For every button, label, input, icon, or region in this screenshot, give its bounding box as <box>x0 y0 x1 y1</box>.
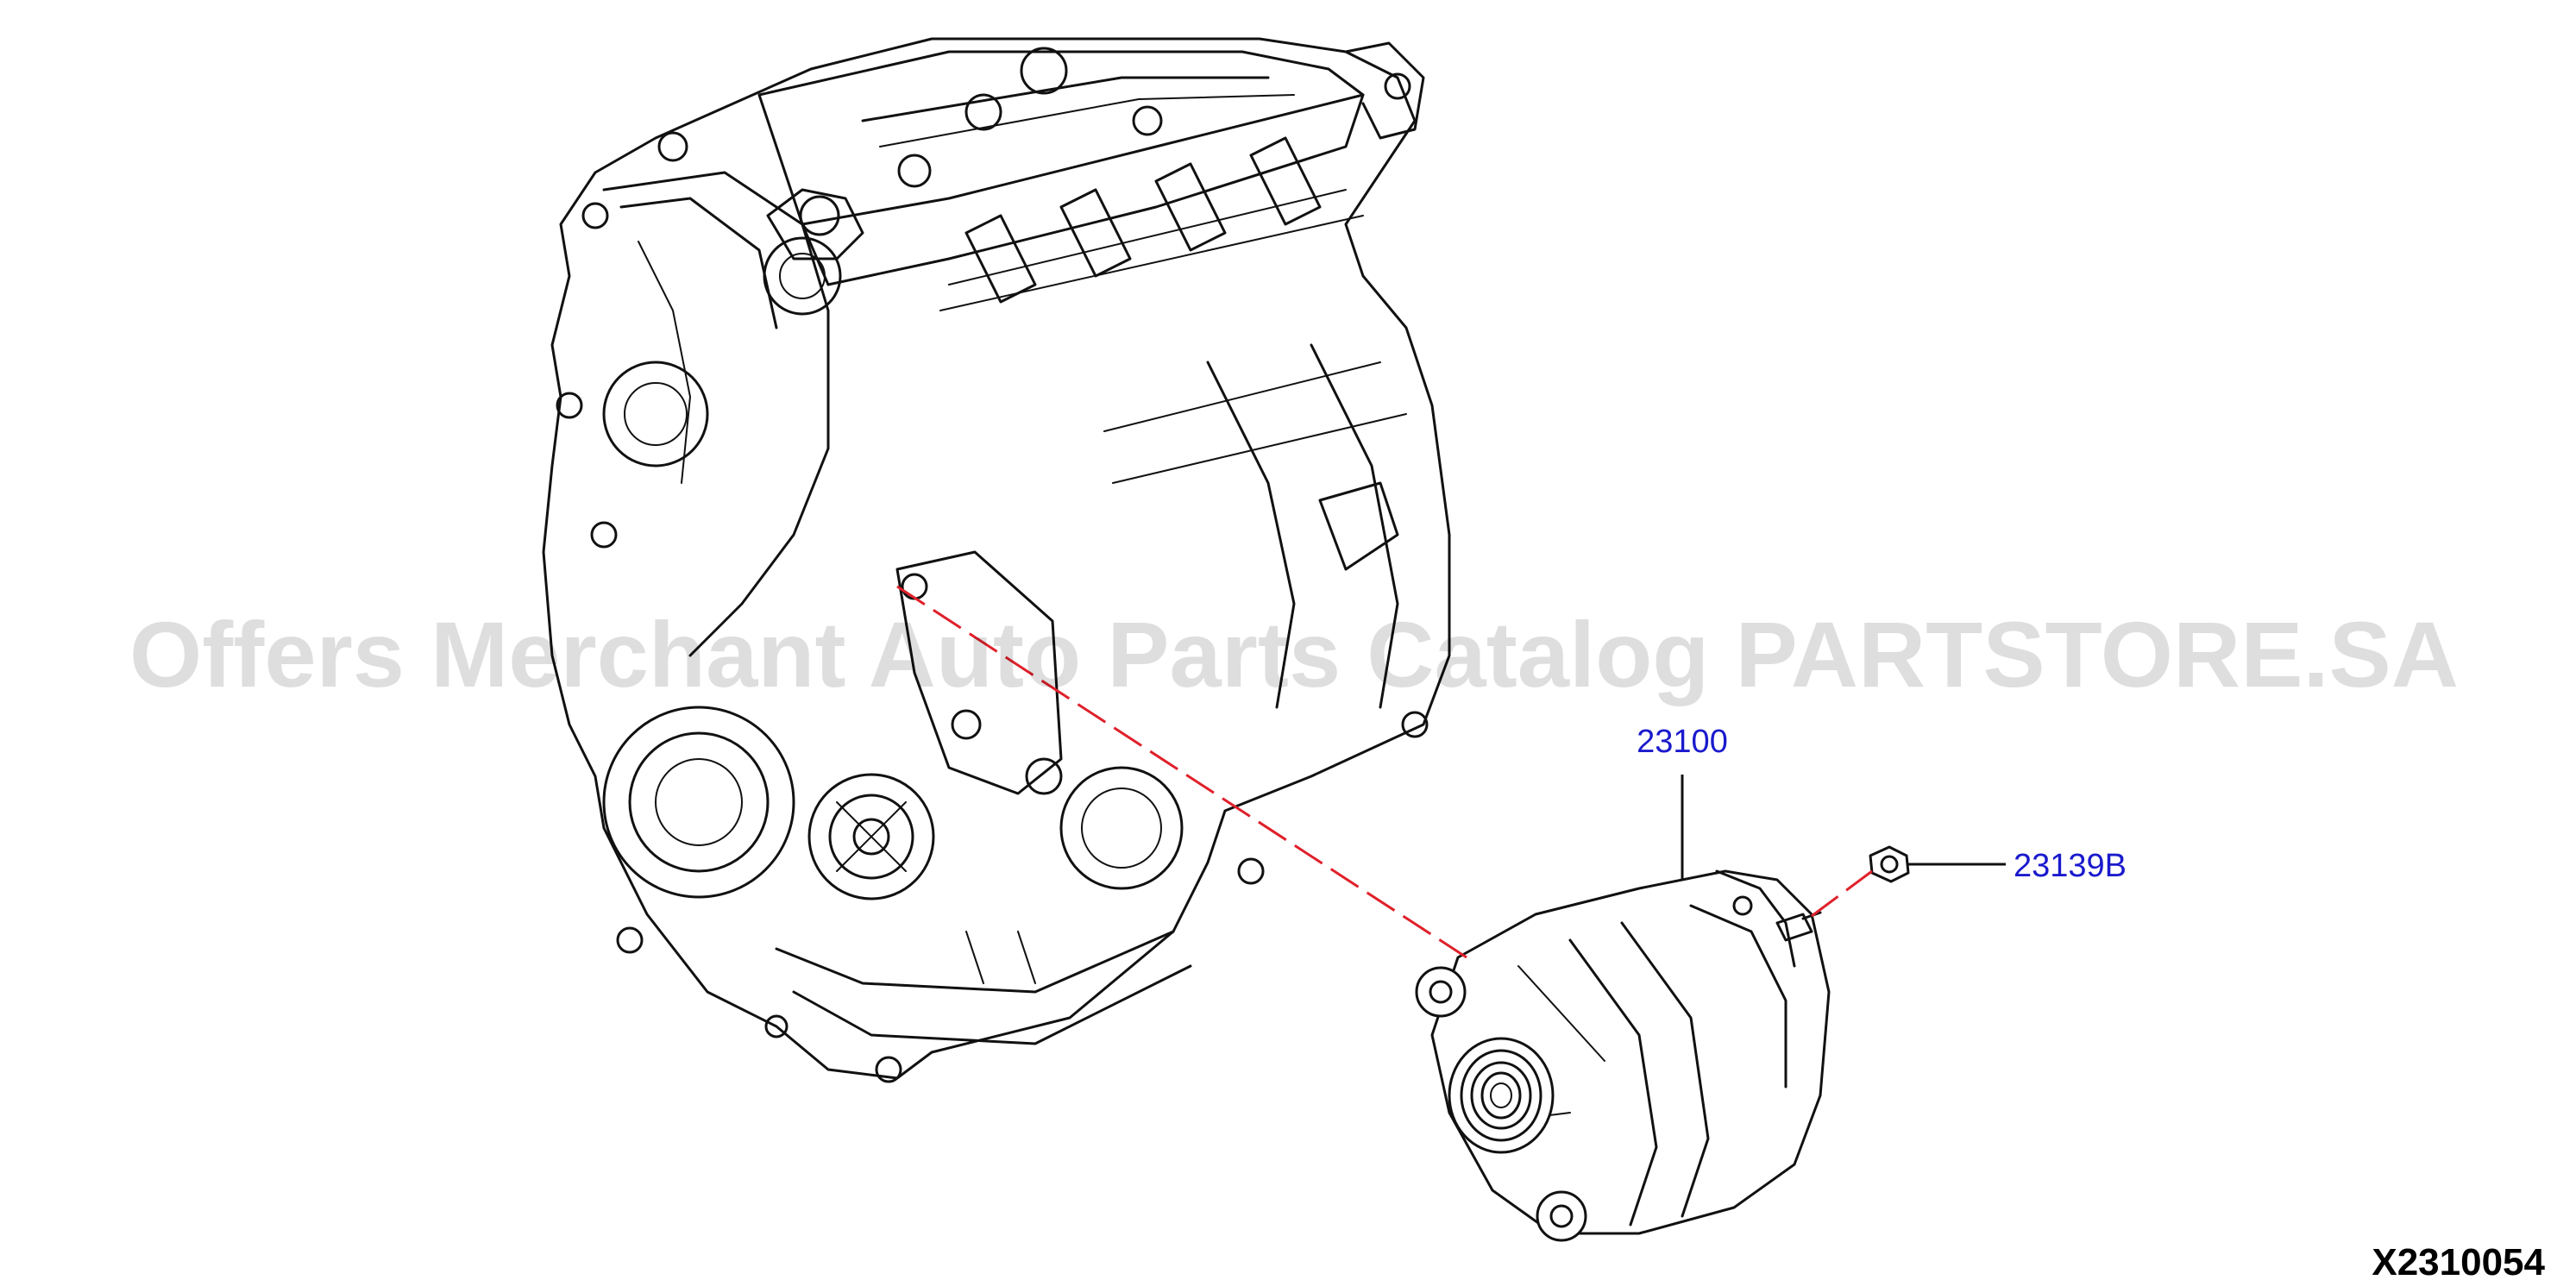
callout-23139b[interactable]: 23139B <box>2014 848 2127 884</box>
callout-23100[interactable]: 23100 <box>1637 724 1728 760</box>
assembly-dashed-line-alternator <box>896 585 1467 959</box>
assembly-dashed-line-nut <box>1811 869 1873 918</box>
nut-drawing <box>1869 845 1910 883</box>
alternator-drawing <box>1415 869 1831 1242</box>
watermark-text: Offers Merchant Auto Parts Catalog PARTS… <box>129 602 2459 706</box>
figure-code: X2310054 <box>2372 1241 2545 1280</box>
engine-assembly-drawing <box>542 37 1451 1083</box>
